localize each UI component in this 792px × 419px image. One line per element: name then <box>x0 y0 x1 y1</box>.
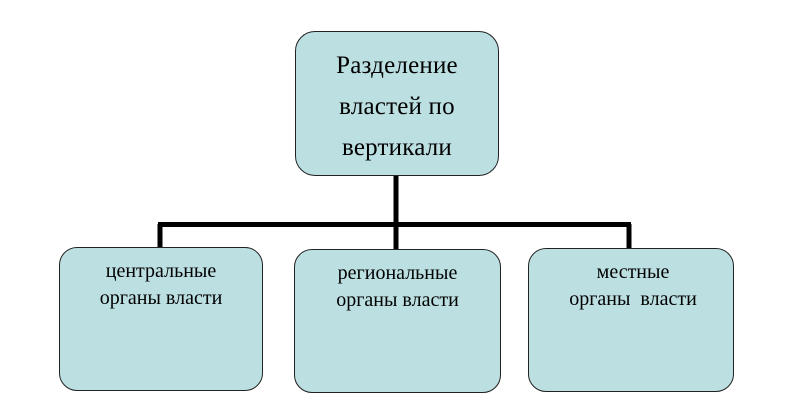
node-root[interactable]: Разделение властей по вертикали <box>295 31 499 176</box>
node-root-label: Разделение властей по вертикали <box>336 52 458 161</box>
node-central-authorities-label: центральные органы власти <box>99 260 223 309</box>
node-central-authorities[interactable]: центральные органы власти <box>59 247 263 391</box>
node-regional-authorities[interactable]: региональные органы власти <box>294 249 501 393</box>
node-local-authorities-label: местные органы власти <box>569 261 697 310</box>
node-local-authorities[interactable]: местные органы власти <box>528 248 734 392</box>
node-regional-authorities-label: региональные органы власти <box>336 262 459 311</box>
